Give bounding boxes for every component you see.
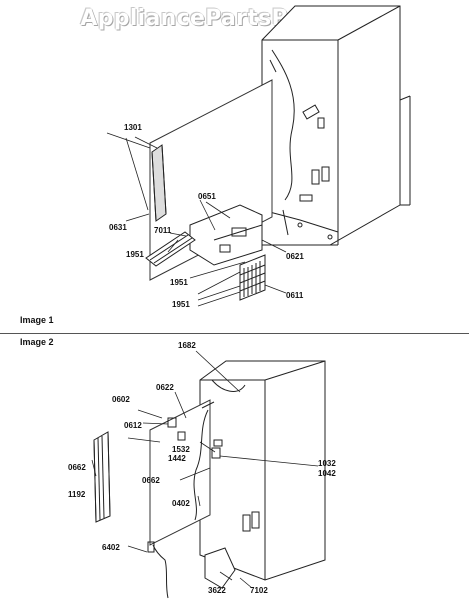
label-1532: 1532	[172, 445, 190, 454]
duct-assembly-0651	[189, 204, 263, 266]
tubing-assembly	[167, 401, 221, 521]
label-0631: 0631	[109, 223, 127, 232]
label-1042: 1042	[318, 469, 336, 478]
label-0602: 0602	[112, 395, 130, 404]
label-0621: 0621	[286, 252, 304, 261]
grille-0611	[239, 254, 266, 301]
refrigerator-body-lower	[199, 360, 326, 581]
label-1192: 1192	[68, 490, 86, 499]
label-0611: 0611	[286, 291, 304, 300]
section-divider	[0, 333, 469, 334]
label-1682: 1682	[178, 341, 196, 350]
label-0612: 0612	[124, 421, 142, 430]
label-0622: 0622	[156, 383, 174, 392]
label-0402: 0402	[172, 499, 190, 508]
evaporator-cover-1192	[93, 431, 111, 523]
label-0662-a: 0662	[68, 463, 86, 472]
refrigerator-body-top	[261, 5, 411, 246]
label-1951-b: 1951	[170, 278, 188, 287]
access-cover-1301	[151, 144, 167, 222]
label-7011: 7011	[154, 226, 172, 235]
label-6402: 6402	[102, 543, 120, 552]
label-1032: 1032	[318, 459, 336, 468]
label-0651: 0651	[198, 192, 216, 201]
drain-tube-6402	[147, 541, 169, 599]
label-1951-c: 1951	[172, 300, 190, 309]
label-1442: 1442	[168, 454, 186, 463]
label-0662-b: 0662	[142, 476, 160, 485]
drain-pan-3622	[204, 547, 236, 589]
label-3622: 3622	[208, 586, 226, 595]
label-1951-a: 1951	[126, 250, 144, 259]
section-label-image-2: Image 2	[20, 337, 54, 347]
section-label-image-1: Image 1	[20, 315, 54, 325]
back-panel-0402	[149, 399, 211, 546]
label-1301: 1301	[124, 123, 142, 132]
label-7102: 7102	[250, 586, 268, 595]
